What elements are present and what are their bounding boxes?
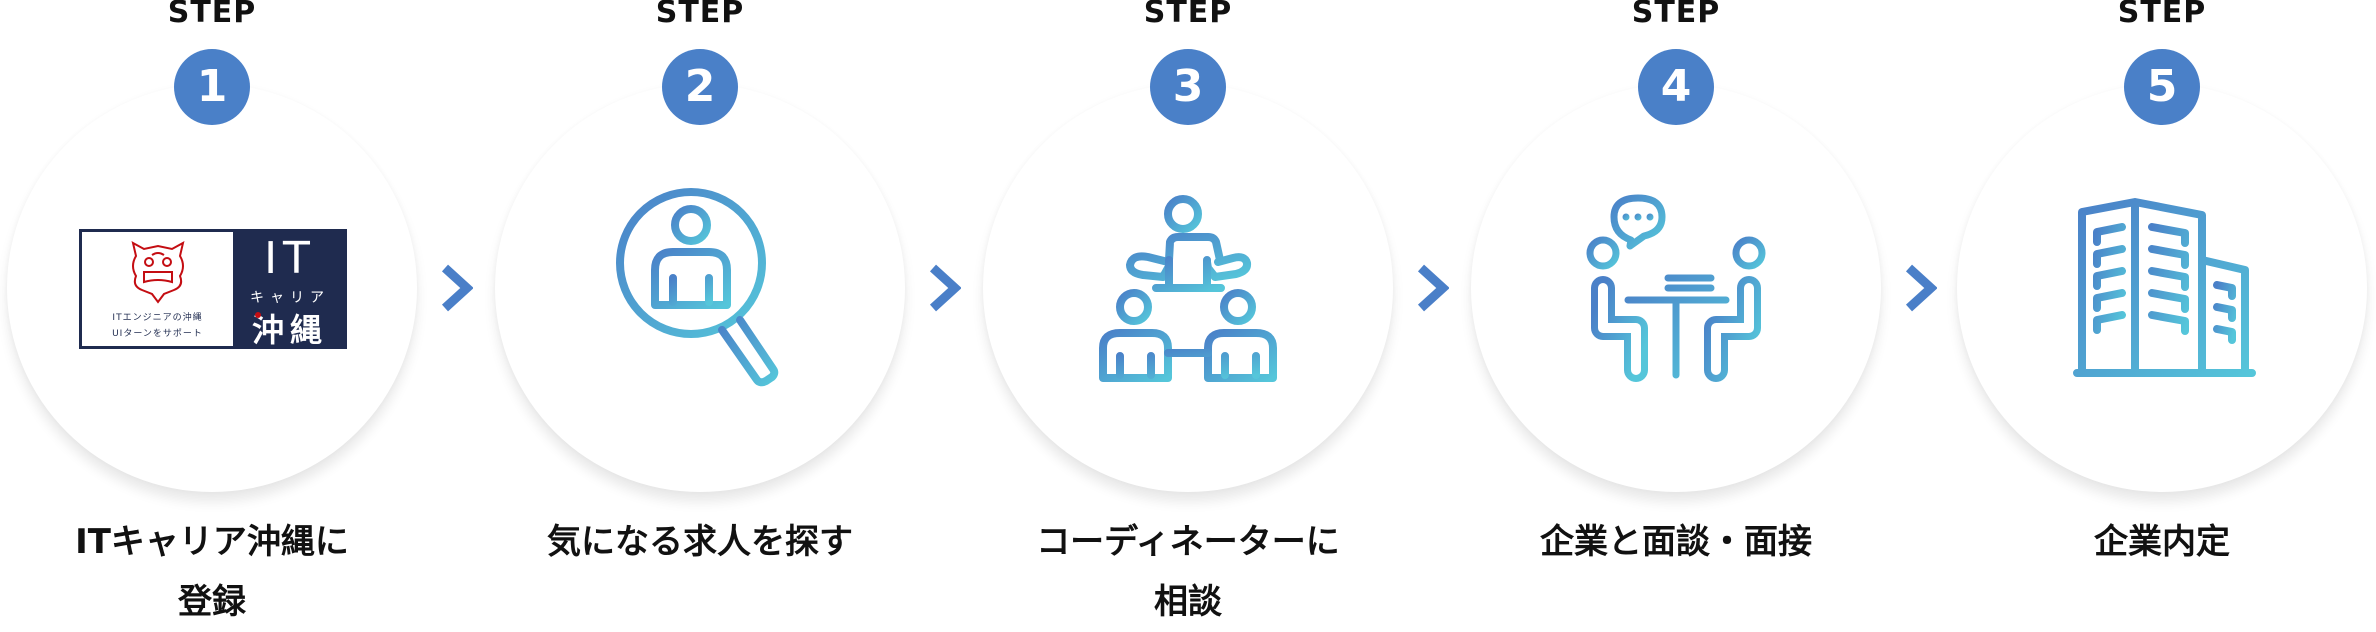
- step-number-badge: 3: [1150, 49, 1226, 125]
- step-3: STEP 3 コーディネーターに 相談: [944, 0, 1432, 622]
- step-label-line: 登録: [178, 582, 246, 622]
- step-label-line: 企業内定: [2094, 522, 2230, 562]
- step-2: STEP 2 気になる求人を探す: [456, 0, 944, 620]
- step-label: 企業内定: [1918, 512, 2376, 572]
- office-building-icon: [2073, 198, 2256, 377]
- step-5: STEP 5 企業内定: [1918, 0, 2376, 620]
- step-number-badge: 4: [1638, 49, 1714, 125]
- chevron-right-icon: [1905, 264, 1937, 312]
- logo-tagline-1: ITエンジニアの沖縄: [112, 313, 203, 323]
- interview-table-icon: [1586, 194, 1766, 382]
- chevron-right-icon: [1417, 264, 1449, 312]
- step-heading: STEP: [167, 0, 257, 30]
- step-4: STEP 4 企業と面談・面接: [1432, 0, 1920, 620]
- step-label-line: 相談: [1154, 582, 1222, 622]
- chevron-right-icon: [929, 264, 961, 312]
- step-number-badge: 2: [662, 49, 738, 125]
- step-heading: STEP: [2117, 0, 2207, 30]
- chevron-right-icon: [441, 264, 473, 312]
- logo-okinawa-text: 沖縄: [251, 311, 328, 349]
- step-label: 気になる求人を探す: [456, 512, 944, 572]
- step-heading: STEP: [1143, 0, 1233, 30]
- step-label-line: 気になる求人を探す: [547, 522, 853, 562]
- step-label: コーディネーターに 相談: [944, 512, 1432, 632]
- it-career-okinawa-logo: ITエンジニアの沖縄 UIターンをサポート IT キャリア 沖縄: [79, 229, 347, 349]
- step-heading: STEP: [655, 0, 745, 30]
- logo-tagline-2: UIターンをサポート: [112, 329, 203, 339]
- logo-it-text: IT: [264, 233, 316, 284]
- step-label: ITキャリア沖縄に 登録: [0, 512, 456, 632]
- consultation-group-icon: [1099, 195, 1277, 382]
- step-label-line: ITキャリア沖縄に: [75, 522, 349, 562]
- step-number-badge: 1: [174, 49, 250, 125]
- step-label-line: 企業と面談・面接: [1540, 522, 1812, 562]
- shisa-icon: [131, 241, 185, 304]
- step-number-badge: 5: [2124, 49, 2200, 125]
- logo-kana-text: キャリア: [250, 290, 330, 306]
- step-circle: [1957, 84, 2367, 492]
- step-label-line: コーディネーターに: [1036, 522, 1340, 562]
- step-label: 企業と面談・面接: [1432, 512, 1920, 572]
- step-circle: [495, 84, 905, 492]
- step-heading: STEP: [1631, 0, 1721, 30]
- logo-red-dot: [255, 312, 261, 318]
- step-1: STEP 1 ITエンジニアの沖縄 UIターンをサポート IT キャリア 沖縄 …: [0, 0, 456, 622]
- person-search-icon: [616, 188, 779, 387]
